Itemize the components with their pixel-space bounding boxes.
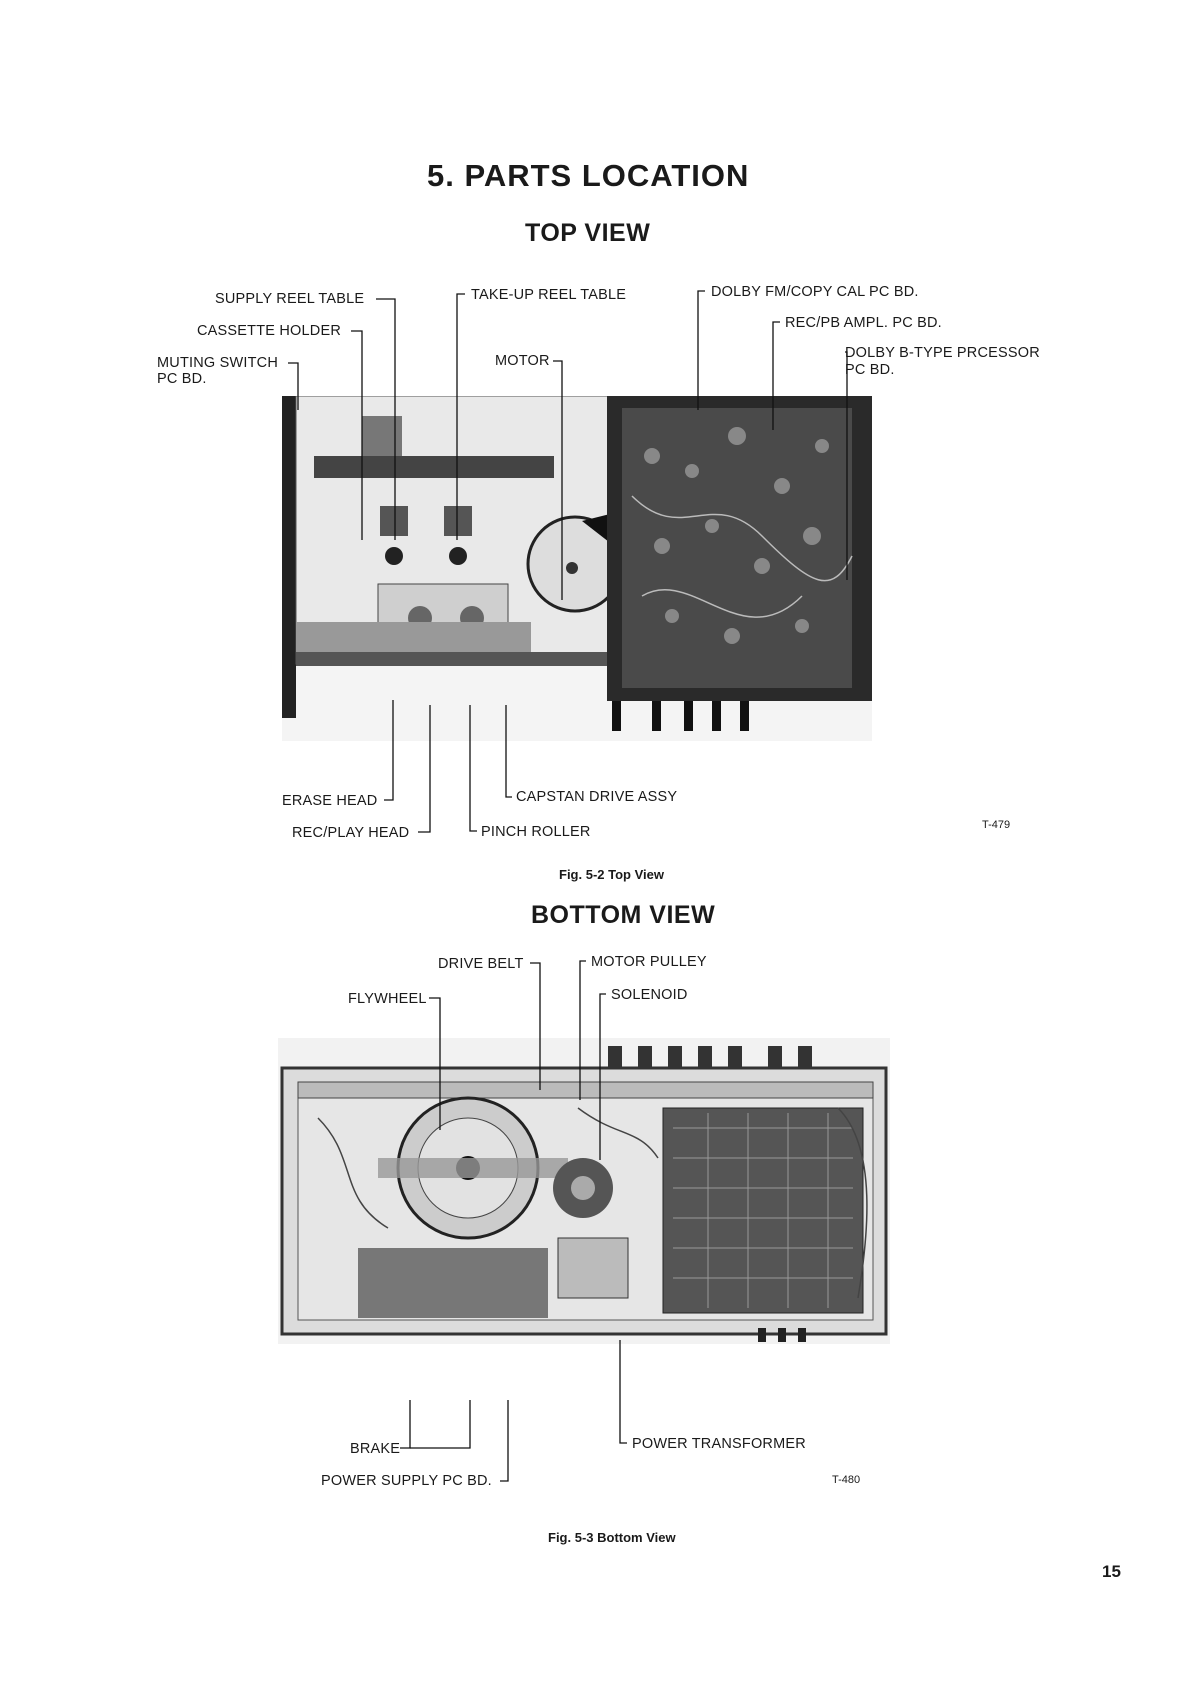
label-capstan-drive-assy: CAPSTAN DRIVE ASSY bbox=[516, 789, 678, 805]
label-erase-head: ERASE HEAD bbox=[282, 793, 378, 809]
caption-fig-5-2: Fig. 5-2 Top View bbox=[559, 867, 664, 882]
label-solenoid: SOLENOID bbox=[611, 987, 688, 1003]
figure-code-t479: T-479 bbox=[982, 819, 1011, 831]
page-number: 15 bbox=[1102, 1562, 1121, 1581]
label-cassette-holder: CASSETTE HOLDER bbox=[197, 323, 341, 339]
figure-code-t480: T-480 bbox=[832, 1474, 861, 1486]
bottom-view-photo bbox=[278, 1038, 890, 1344]
label-rec-play-head: REC/PLAY HEAD bbox=[292, 825, 410, 841]
top-view-heading: TOP VIEW bbox=[525, 219, 651, 247]
label-dolby-b-pcbd: PC BD. bbox=[845, 362, 895, 378]
bottom-view-heading: BOTTOM VIEW bbox=[531, 901, 716, 929]
label-drive-belt: DRIVE BELT bbox=[438, 956, 524, 972]
label-power-supply-pc-bd: POWER SUPPLY PC BD. bbox=[321, 1473, 492, 1489]
label-power-transformer: POWER TRANSFORMER bbox=[632, 1436, 806, 1452]
label-motor: MOTOR bbox=[495, 353, 550, 369]
label-rec-pb-ampl: REC/PB AMPL. PC BD. bbox=[785, 315, 942, 331]
label-dolby-b-type: DOLBY B-TYPE PRCESSOR bbox=[845, 345, 1040, 361]
label-flywheel: FLYWHEEL bbox=[348, 991, 427, 1007]
label-pinch-roller: PINCH ROLLER bbox=[481, 824, 591, 840]
label-take-up-reel-table: TAKE-UP REEL TABLE bbox=[471, 287, 627, 303]
label-muting-switch-pcbd: PC BD. bbox=[157, 371, 207, 387]
label-supply-reel-table: SUPPLY REEL TABLE bbox=[215, 291, 365, 307]
caption-fig-5-3: Fig. 5-3 Bottom View bbox=[548, 1530, 676, 1545]
label-dolby-fm-copy-cal: DOLBY FM/COPY CAL PC BD. bbox=[711, 284, 919, 300]
top-view-photo bbox=[282, 396, 872, 741]
label-motor-pulley: MOTOR PULLEY bbox=[591, 954, 707, 970]
label-muting-switch: MUTING SWITCH bbox=[157, 355, 279, 371]
page-title: 5. PARTS LOCATION bbox=[427, 158, 750, 193]
label-brake: BRAKE bbox=[350, 1441, 401, 1457]
